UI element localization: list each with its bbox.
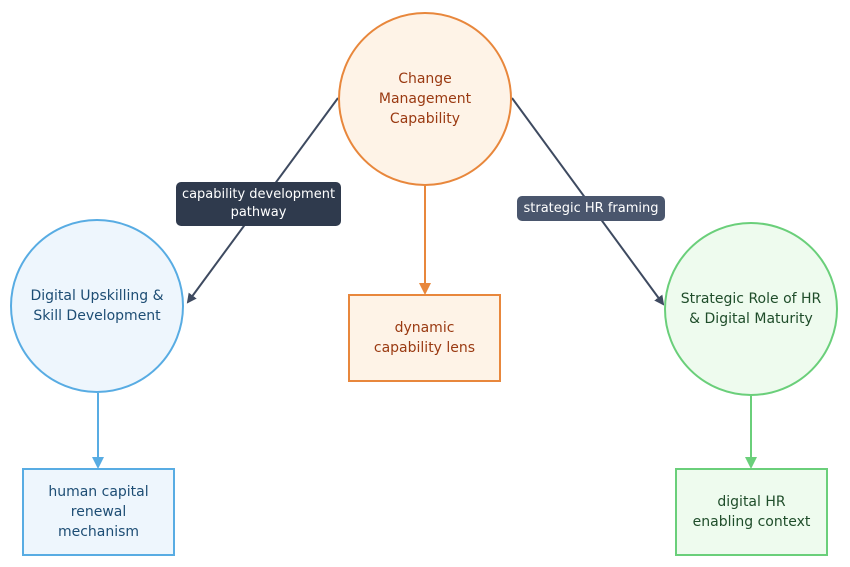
node-human-capital[interactable]: human capital renewal mechanism: [22, 468, 175, 556]
edge-label-strategic-hr-text: strategic HR framing: [523, 200, 659, 216]
edge-label-capability-development: capability development pathway: [176, 182, 341, 226]
edge-label-strategic-hr: strategic HR framing: [517, 196, 665, 221]
node-strategic-role[interactable]: Strategic Role of HR & Digital Maturity: [664, 222, 838, 396]
node-strategic-role-label: Strategic Role of HR & Digital Maturity: [680, 291, 822, 327]
node-change-management[interactable]: Change Management Capability: [338, 12, 512, 186]
node-digital-hr[interactable]: digital HR enabling context: [675, 468, 828, 556]
node-dynamic-capability[interactable]: dynamic capability lens: [348, 294, 501, 382]
node-digital-upskilling-label: Digital Upskilling & Skill Development: [30, 288, 164, 324]
node-digital-hr-label: digital HR enabling context: [692, 494, 811, 530]
node-change-management-label: Change Management Capability: [378, 71, 472, 127]
node-dynamic-capability-label: dynamic capability lens: [373, 320, 476, 356]
node-human-capital-label: human capital renewal mechanism: [48, 484, 149, 540]
node-digital-upskilling[interactable]: Digital Upskilling & Skill Development: [10, 219, 184, 393]
edge-label-capability-development-text: capability development pathway: [181, 187, 336, 220]
